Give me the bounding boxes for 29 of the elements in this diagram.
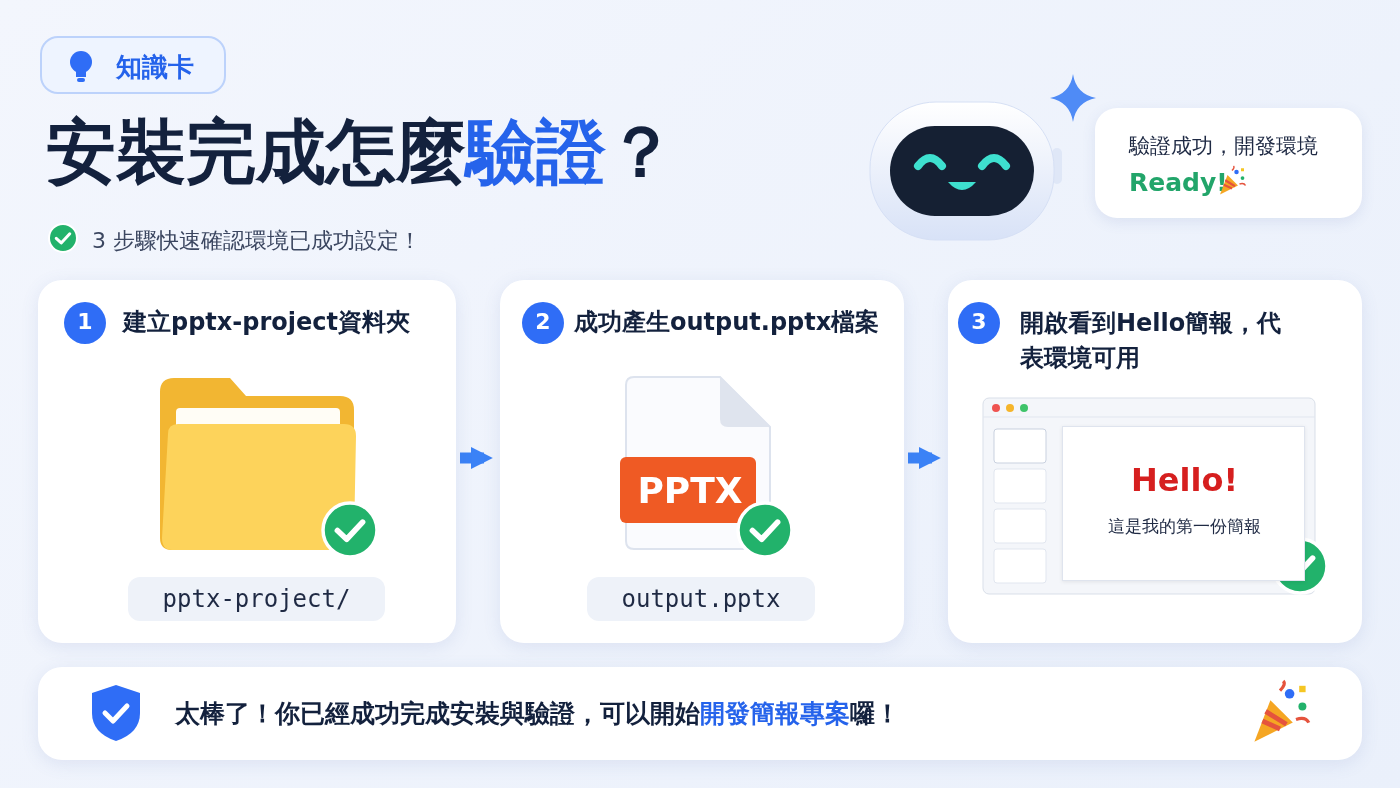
summary-banner	[38, 667, 1362, 760]
step-title: 建立pptx-project資料夾	[123, 307, 410, 338]
hello-text: Hello!	[1130, 461, 1239, 499]
title: 安裝完成怎麼驗證？	[46, 110, 676, 195]
speech-bubble	[1095, 108, 1362, 218]
tag-pill	[40, 36, 226, 94]
step-title: 成功產生output.pptx檔案	[574, 307, 880, 338]
step-number-badge	[64, 302, 106, 344]
file-type-label: PPTX	[636, 470, 744, 511]
step-number-badge	[522, 302, 564, 344]
step-title: 開啟看到Hello簡報，代表環境可用	[1020, 308, 1283, 374]
subtitle: 3 步驟快速確認環境已成功設定！	[92, 227, 421, 255]
step-number: 3	[970, 309, 988, 334]
tag-text: 知識卡	[116, 51, 194, 84]
step-number: 2	[534, 309, 552, 334]
file-name: output.pptx	[620, 585, 782, 613]
slide-panel	[1062, 426, 1305, 581]
step-number-badge	[958, 302, 1000, 344]
slide-subtitle: 這是我的第一份簡報	[1107, 515, 1262, 538]
folder-name: pptx-project/	[161, 585, 352, 613]
step-card	[38, 280, 456, 643]
bubble-text: 驗證成功，開發環境	[1129, 133, 1318, 160]
arrow	[908, 447, 941, 469]
step-card	[500, 280, 904, 643]
step-number: 1	[76, 309, 94, 334]
ready-text: Ready!	[1129, 168, 1228, 197]
summary-text: 太棒了！你已經成功完成安裝與驗證，可以開始開發簡報專案囉！	[175, 698, 900, 730]
step-card	[948, 280, 1362, 643]
arrow	[460, 447, 493, 469]
